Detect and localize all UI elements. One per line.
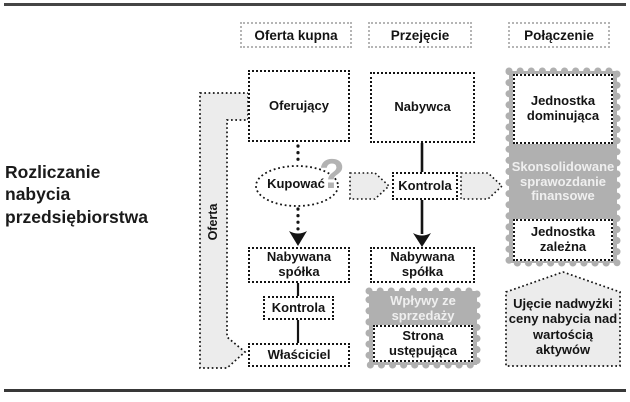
box-acquirer: Nabywca [370, 72, 475, 143]
box-acquired-company-takeover: Nabywana spółka [370, 247, 475, 283]
bottom-rule [4, 389, 626, 392]
arrow-buy-to-control [349, 172, 391, 200]
box-parent-entity: Jednostka dominująca [513, 74, 613, 144]
offer-band-label: Oferta [206, 203, 220, 241]
arrowhead-control-to-acquired [413, 233, 431, 247]
box-control-offer: Kontrola [263, 296, 334, 320]
buy-question-label: Kupować [267, 176, 325, 191]
page-title: Rozliczanie nabycia przedsiębiorstwa [5, 162, 148, 227]
header-takeover: Przejęcie [368, 22, 472, 48]
label-consolidated-statement: Skonsolidowane sprawozdanie finansowe [511, 158, 615, 204]
buy-question-ellipse [255, 165, 339, 207]
box-subsidiary: Jednostka zależna [513, 219, 613, 261]
label-sale-proceeds: Wpływy ze sprzedaży [390, 293, 456, 323]
box-bidder: Oferujący [248, 70, 350, 142]
question-mark: ? [319, 150, 345, 197]
arrowhead-buy-to-acquired [289, 231, 307, 246]
box-owner: Właściciel [248, 343, 350, 367]
arrow-control-to-consolidated [460, 172, 504, 200]
box-ceding-party: Strona ustępująca [373, 325, 473, 362]
surplus-note-text: Ujęcie nadwyżki ceny nabycia nad wartośc… [508, 296, 618, 357]
top-rule [4, 3, 626, 6]
box-control-takeover: Kontrola [392, 172, 458, 200]
box-acquired-company-offer: Nabywana spółka [248, 247, 350, 283]
header-offer: Oferta kupna [240, 22, 352, 48]
surplus-note-shape [505, 271, 621, 367]
header-merger: Połączenie [508, 22, 610, 48]
